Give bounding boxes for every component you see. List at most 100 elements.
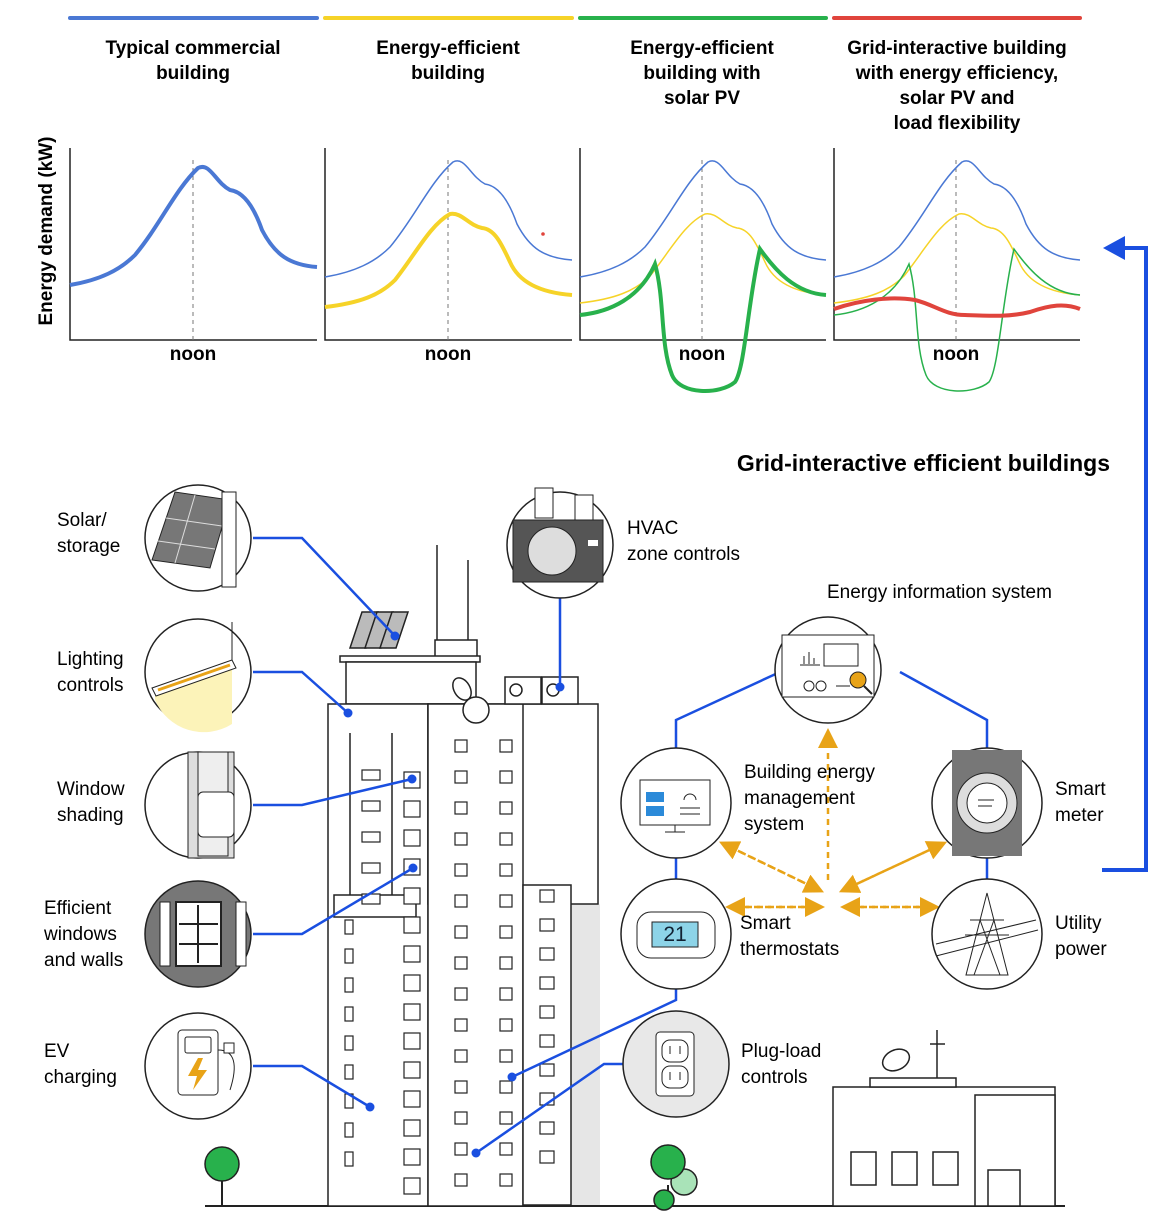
building-window — [454, 956, 468, 970]
data-flow-arrows — [718, 728, 948, 917]
building-window — [344, 1035, 354, 1051]
building-window — [499, 925, 513, 939]
building-window — [539, 1063, 555, 1077]
demand-curve-typical — [579, 160, 827, 278]
feature-connectors — [253, 536, 989, 1155]
building-window — [403, 800, 421, 818]
building-window — [499, 832, 513, 846]
building-window — [361, 862, 381, 874]
hvac-unit-icon — [512, 487, 604, 583]
building-window — [539, 918, 555, 932]
small-building — [832, 1030, 1056, 1207]
demand-curve-typical — [833, 160, 1081, 278]
solar-storage-circle — [144, 484, 252, 592]
building-window — [403, 1148, 421, 1166]
building-window — [454, 1080, 468, 1094]
building-window — [344, 1122, 354, 1138]
y-axis-label: Energy demand (kW) — [36, 136, 57, 326]
building-window — [403, 1061, 421, 1079]
monitor-icon — [639, 779, 711, 833]
chart-panel-efficient — [324, 148, 573, 341]
window-shading-circle — [144, 751, 252, 859]
thermostat-reading: 21 — [663, 923, 687, 946]
plug-load-circle — [622, 1010, 730, 1118]
building-window — [539, 1034, 555, 1048]
chart-panel-grid-interactive — [833, 148, 1081, 392]
building-window — [344, 1064, 354, 1080]
feedback-arrow — [1102, 246, 1148, 872]
hvac-circle — [506, 487, 614, 599]
outlet-icon — [655, 1031, 695, 1097]
demand-curve-flexible — [833, 296, 1081, 318]
building-window — [403, 829, 421, 847]
building-window — [539, 1150, 555, 1164]
label-solar-storage: Solar/storage — [57, 510, 121, 557]
axis — [324, 148, 572, 341]
demand-curve-solar — [579, 244, 827, 393]
building-window — [539, 889, 555, 903]
building-window — [403, 1032, 421, 1050]
building-window — [454, 801, 468, 815]
building-window — [361, 769, 381, 781]
building-window — [403, 974, 421, 992]
building-window — [344, 1151, 354, 1167]
building-windows — [344, 739, 555, 1195]
building-window — [454, 1111, 468, 1125]
label-eis: Energy information system — [827, 582, 1052, 603]
connector-endpoints — [343, 631, 565, 1158]
solar-panel-icon — [151, 491, 237, 588]
axis — [833, 148, 1080, 341]
bems-circle — [620, 747, 732, 859]
building-window — [403, 916, 421, 934]
feedback-arrowhead — [1103, 236, 1125, 260]
stray-dot — [541, 232, 545, 236]
thermostat-circle — [620, 878, 732, 990]
eis-circle — [774, 616, 882, 724]
building-window — [344, 1006, 354, 1022]
demand-curve-efficient — [579, 213, 827, 304]
building-window — [403, 1119, 421, 1137]
building-window — [499, 987, 513, 1001]
axis — [579, 148, 826, 341]
building-window — [539, 976, 555, 990]
x-label-noon: noon — [678, 344, 726, 365]
building-window — [499, 1018, 513, 1032]
building-window — [499, 801, 513, 815]
ev-charging-circle — [144, 1012, 252, 1120]
meter-icon — [952, 750, 1022, 856]
light-fixture-icon — [151, 622, 237, 697]
thermostat-icon — [636, 911, 716, 959]
building-window — [454, 770, 468, 784]
building-window — [539, 1121, 555, 1135]
building-window — [539, 947, 555, 961]
chart-panel-typical — [69, 148, 318, 341]
main-title: Grid-interactive efficient buildings — [736, 450, 1110, 476]
building-window — [454, 1049, 468, 1063]
x-label-noon: noon — [169, 344, 217, 365]
x-label-noon: noon — [424, 344, 472, 365]
building-window — [403, 887, 421, 905]
building-window — [499, 1142, 513, 1156]
building-window — [499, 739, 513, 753]
demand-curve-efficient — [324, 211, 573, 309]
building-window — [454, 1142, 468, 1156]
building-window — [499, 956, 513, 970]
window-shade-icon — [187, 751, 235, 859]
demand-curve-solar — [833, 247, 1081, 392]
building-window — [454, 739, 468, 753]
building-window — [499, 863, 513, 877]
building-window — [403, 945, 421, 963]
building-window — [361, 831, 381, 843]
building-window — [454, 1018, 468, 1032]
axis — [69, 148, 317, 341]
